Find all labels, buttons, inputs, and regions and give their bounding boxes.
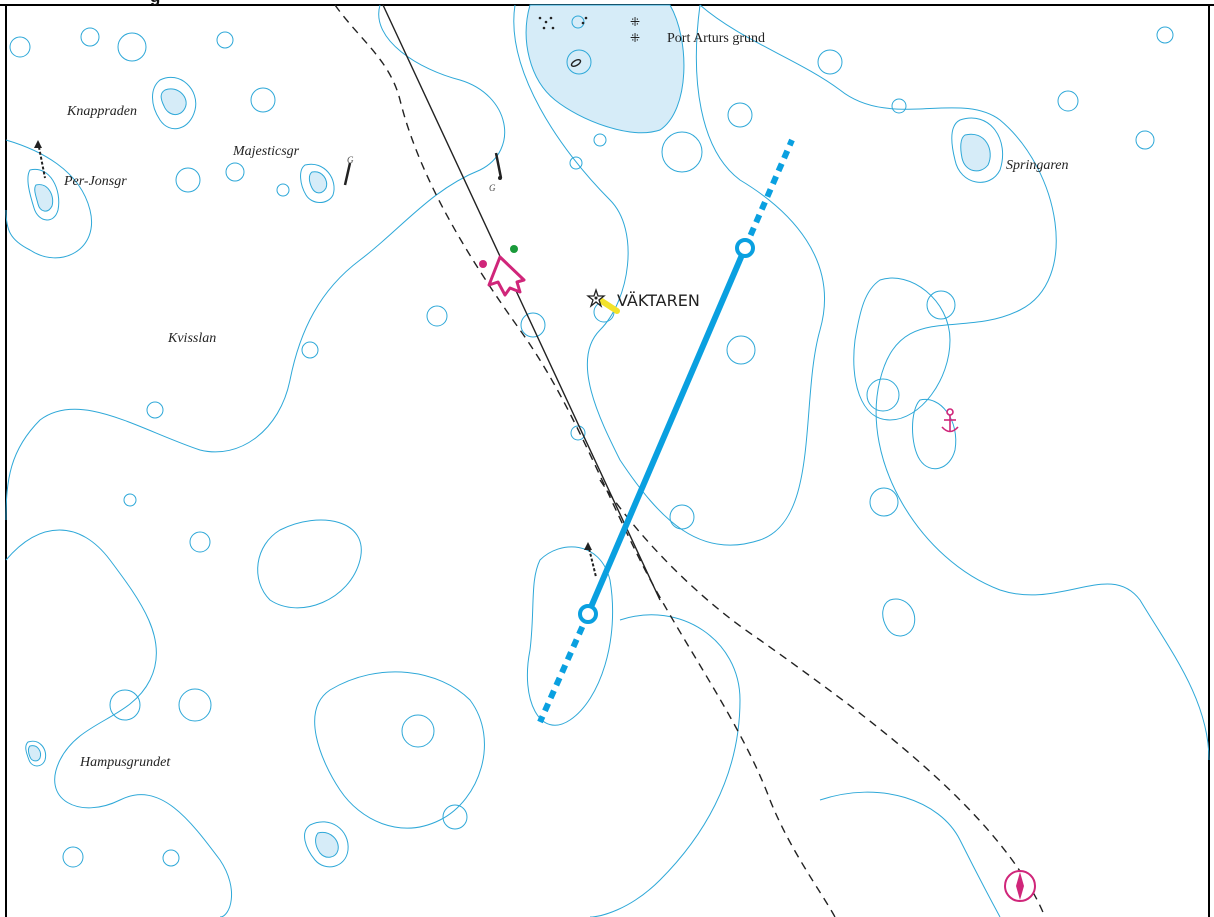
chart-title-fragment: g [150, 0, 160, 6]
beacon-icon [584, 542, 597, 578]
label-springaren: Springaren [1006, 158, 1068, 173]
label-per-jonsgr: Per-Jonsgr [63, 174, 127, 189]
label-hampusgrundet: Hampusgrundet [79, 755, 171, 770]
route-extension-south [537, 612, 591, 724]
track-solid-line [382, 4, 661, 601]
beacon-icon [494, 152, 503, 180]
route-waypoint-north[interactable] [735, 238, 755, 258]
route-extension-north [742, 138, 795, 250]
route-leg[interactable] [585, 246, 748, 616]
vessel-arrow-icon[interactable] [479, 245, 526, 297]
wreck-icon: ⁜ ⁜ [630, 15, 640, 45]
depth-contours [5, 4, 1210, 917]
track-dashed-west [334, 4, 836, 917]
place-labels: Port Arturs grund Knappraden Majesticsgr… [63, 31, 1068, 770]
starboard-light-icon [510, 245, 518, 253]
label-vaktaren: VÄKTAREN [617, 291, 700, 310]
label-knappraden: Knappraden [66, 104, 137, 119]
track-dashed-east [599, 479, 1046, 917]
svg-text:⁜: ⁜ [630, 31, 640, 45]
beacon-icon [34, 140, 46, 179]
route-waypoint-south[interactable] [578, 604, 598, 624]
beacon-icon [343, 162, 352, 186]
label-g-marker: G [489, 183, 496, 193]
label-g-marker: G [347, 155, 354, 165]
label-port-arturs-grund: Port Arturs grund [667, 31, 765, 46]
label-kvisslan: Kvisslan [167, 331, 216, 346]
navigation-tracks [334, 4, 1046, 917]
compass-rose-icon[interactable] [1004, 870, 1036, 902]
port-arturs-shoal [525, 4, 685, 134]
planned-route[interactable] [537, 138, 795, 724]
lighthouse-star-icon[interactable] [586, 287, 620, 314]
svg-text:⁜: ⁜ [630, 15, 640, 29]
port-light-icon [479, 260, 487, 268]
label-majesticsgr: Majesticsgr [232, 144, 300, 159]
rock-icon [538, 16, 588, 68]
anchor-icon [941, 408, 959, 433]
